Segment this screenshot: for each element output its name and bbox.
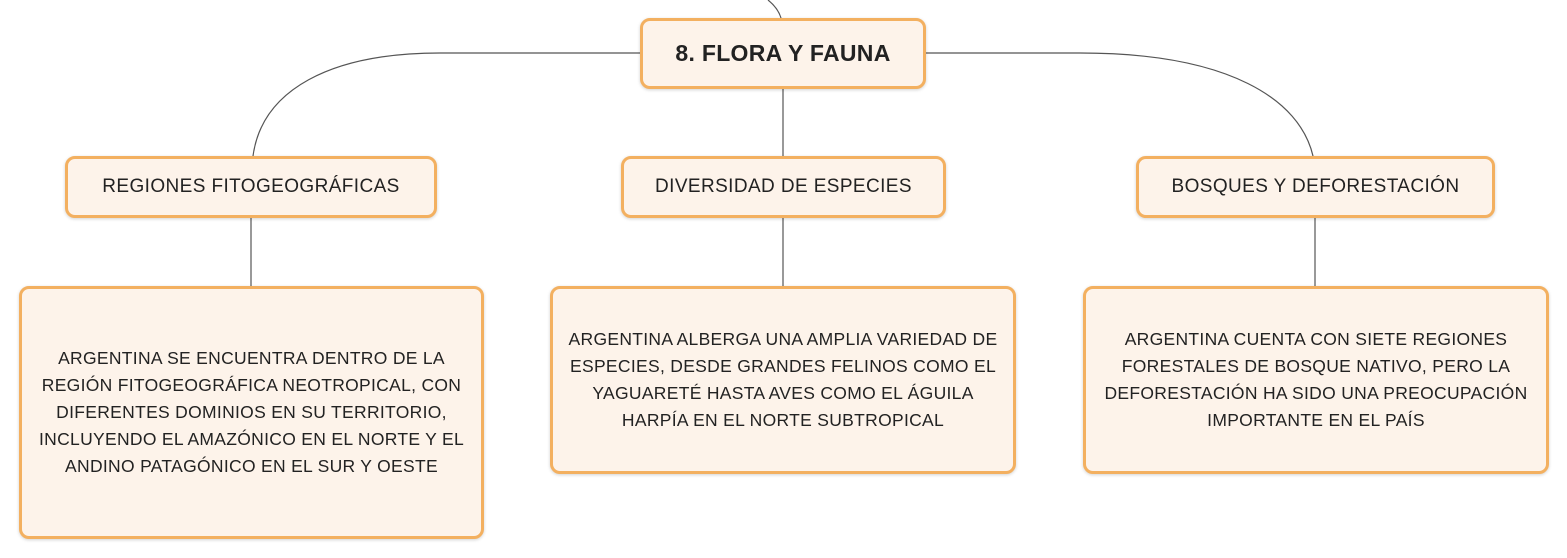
branch-node-bosques[interactable]: BOSQUES Y DEFORESTACIÓN bbox=[1136, 156, 1495, 218]
branch-label: REGIONES FITOGEOGRÁFICAS bbox=[102, 176, 400, 197]
branch-node-diversidad[interactable]: DIVERSIDAD DE ESPECIES bbox=[621, 156, 946, 218]
detail-text: ARGENTINA CUENTA CON SIETE REGIONES FORE… bbox=[1104, 329, 1528, 430]
detail-node-bosques[interactable]: ARGENTINA CUENTA CON SIETE REGIONES FORE… bbox=[1083, 286, 1549, 474]
connector-root-branch-3 bbox=[926, 52, 1314, 157]
root-node[interactable]: 8. FLORA Y FAUNA bbox=[640, 18, 926, 89]
detail-node-diversidad[interactable]: ARGENTINA ALBERGA UNA AMPLIA VARIEDAD DE… bbox=[550, 286, 1016, 474]
branch-label: BOSQUES Y DEFORESTACIÓN bbox=[1171, 176, 1460, 197]
branch-node-regiones[interactable]: REGIONES FITOGEOGRÁFICAS bbox=[65, 156, 437, 218]
root-label: 8. FLORA Y FAUNA bbox=[675, 40, 891, 66]
detail-node-regiones[interactable]: ARGENTINA SE ENCUENTRA DENTRO DE LA REGI… bbox=[19, 286, 484, 539]
connector-root-branch-1 bbox=[252, 52, 640, 157]
detail-text: ARGENTINA ALBERGA UNA AMPLIA VARIEDAD DE… bbox=[568, 329, 998, 430]
incoming-connector bbox=[767, 0, 782, 19]
detail-text: ARGENTINA SE ENCUENTRA DENTRO DE LA REGI… bbox=[39, 348, 464, 476]
branch-label: DIVERSIDAD DE ESPECIES bbox=[655, 176, 912, 197]
